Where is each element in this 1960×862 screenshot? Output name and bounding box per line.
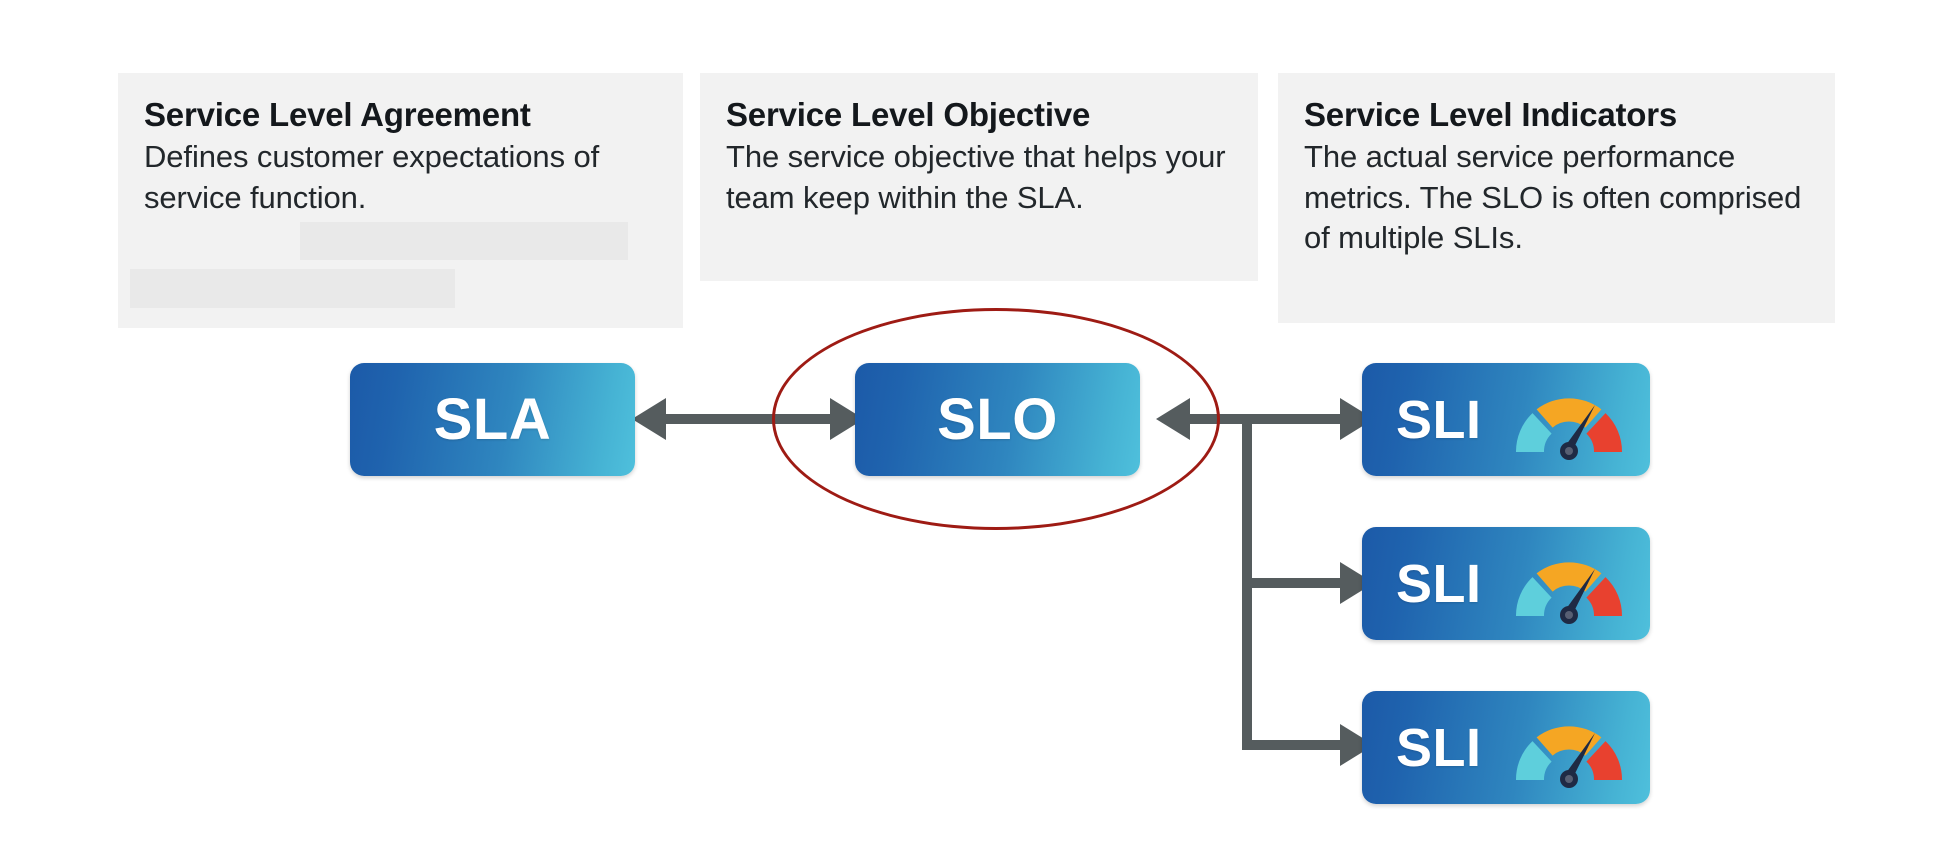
node-sla[interactable]: SLA (350, 363, 635, 476)
card-slo-title: Service Level Objective (726, 96, 1091, 133)
node-sli-1-label: SLI (1396, 389, 1482, 450)
card-sla: Service Level Agreement Defines customer… (118, 73, 683, 328)
card-sla-title: Service Level Agreement (144, 96, 531, 133)
card-sli-title: Service Level Indicators (1304, 96, 1678, 133)
redaction-bar-1 (300, 222, 628, 260)
card-slo-body: The service objective that helps your te… (726, 139, 1226, 215)
node-sli-3-label: SLI (1396, 717, 1482, 778)
node-sli-2[interactable]: SLI (1362, 527, 1650, 640)
node-sla-label: SLA (433, 386, 552, 452)
card-sla-body: Defines customer expectations of service… (144, 139, 600, 215)
redaction-bar-2 (130, 269, 455, 308)
card-sli: Service Level Indicators The actual serv… (1278, 73, 1835, 323)
card-sli-body: The actual service performance metrics. … (1304, 139, 1802, 255)
gauge-icon (1506, 378, 1632, 462)
highlight-ellipse-slo (772, 308, 1220, 530)
connector-branch-sli-2 (1242, 578, 1372, 588)
connector-sla-slo-line (648, 414, 848, 424)
node-sli-3[interactable]: SLI (1362, 691, 1650, 804)
gauge-icon (1506, 542, 1632, 626)
connector-branch-sli-3 (1242, 740, 1372, 750)
card-slo: Service Level Objective The service obje… (700, 73, 1258, 281)
gauge-icon (1506, 706, 1632, 790)
connector-branch-sli-1 (1242, 414, 1372, 424)
node-sli-2-label: SLI (1396, 553, 1482, 614)
node-sli-1[interactable]: SLI (1362, 363, 1650, 476)
connector-sla-slo-arrowhead-left (632, 398, 666, 440)
